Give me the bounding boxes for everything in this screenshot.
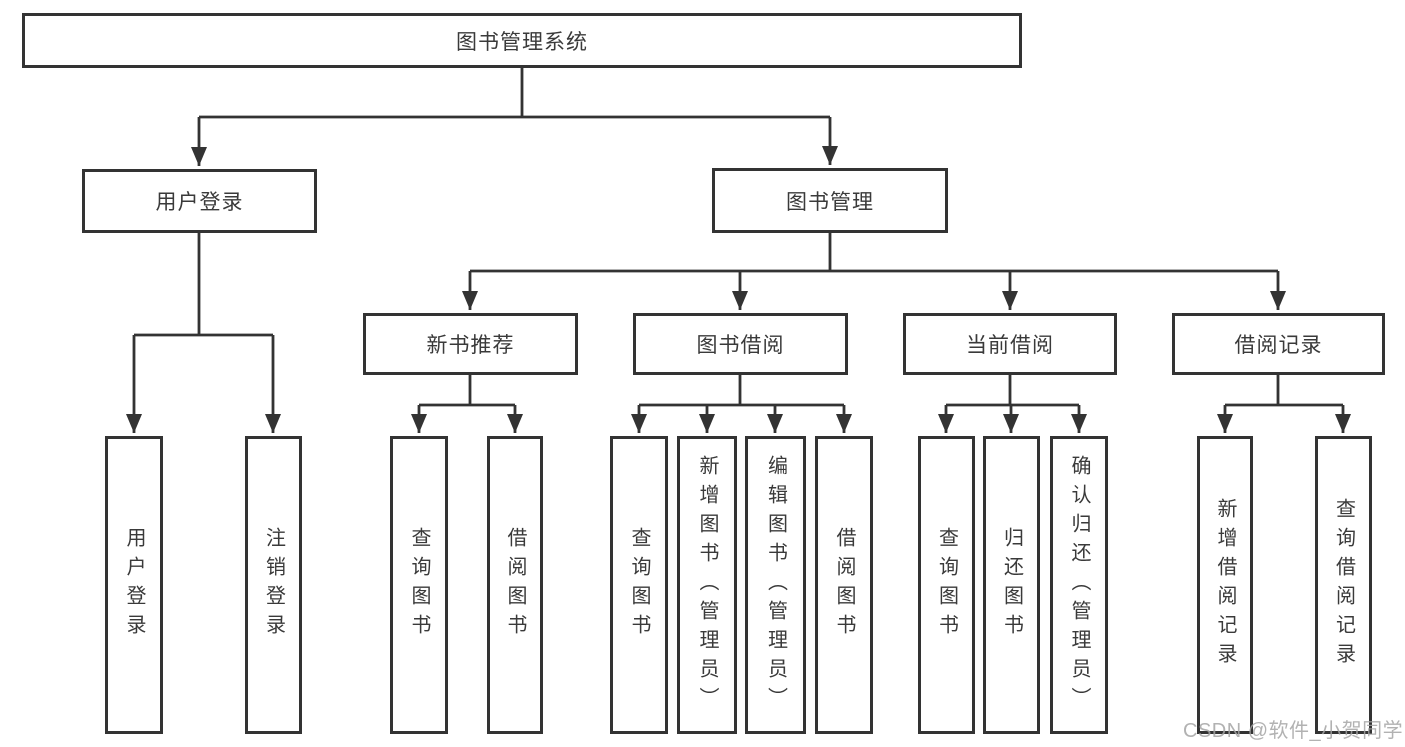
leaf-logout: 注销登录 (245, 436, 302, 734)
leaf-records-query-record: 查询借阅记录 (1315, 436, 1372, 734)
node-book-borrowing: 图书借阅 (633, 313, 848, 375)
leaf-user-login: 用户登录 (105, 436, 163, 734)
node-library-management-system: 图书管理系统 (22, 13, 1022, 68)
user-login-to-leaves-connector (126, 233, 281, 433)
node-label: 用户登录 (155, 191, 244, 214)
leaf-borrowing-add-books-admin: 新增图书（管理员） (677, 436, 737, 734)
recommend-to-leaves-connector (411, 375, 523, 433)
leaf-recommend-query-books: 查询图书 (390, 436, 448, 734)
leaf-current-confirm-return-admin: 确认归还（管理员） (1050, 436, 1108, 734)
node-label: 图书借阅 (696, 334, 785, 357)
leaf-label: 注销登录 (262, 527, 285, 643)
node-book-management: 图书管理 (712, 168, 948, 233)
node-label: 当前借阅 (966, 334, 1054, 357)
leaf-label: 归还图书 (1000, 527, 1023, 643)
leaf-label: 用户登录 (123, 527, 145, 643)
root-to-level2-connector (191, 68, 838, 166)
leaf-label: 编辑图书（管理员） (764, 454, 787, 716)
node-label: 借阅记录 (1234, 334, 1323, 357)
node-label: 图书管理 (786, 190, 874, 214)
leaf-label: 查询借阅记录 (1332, 498, 1355, 672)
leaf-label: 查询图书 (408, 527, 430, 643)
leaf-label: 借阅图书 (833, 527, 855, 643)
leaf-current-return-books: 归还图书 (983, 436, 1040, 734)
leaf-borrowing-edit-books-admin: 编辑图书（管理员） (745, 436, 806, 734)
leaf-label: 新增借阅记录 (1214, 498, 1236, 672)
leaf-borrowing-borrow-books: 借阅图书 (815, 436, 873, 734)
records-to-leaves-connector (1217, 375, 1351, 433)
leaf-borrowing-query-books: 查询图书 (610, 436, 668, 734)
leaf-label: 查询图书 (628, 527, 650, 643)
csdn-watermark: CSDN @软件_小贺同学 (1183, 720, 1404, 742)
current-to-leaves-connector (938, 375, 1087, 433)
node-label: 新书推荐 (426, 334, 515, 357)
node-new-book-recommend: 新书推荐 (363, 313, 578, 375)
leaf-recommend-borrow-books: 借阅图书 (487, 436, 543, 734)
leaf-label: 确认归还（管理员） (1068, 454, 1090, 716)
leaf-current-query-books: 查询图书 (918, 436, 975, 734)
leaf-label: 查询图书 (935, 527, 958, 643)
node-current-borrowing: 当前借阅 (903, 313, 1117, 375)
book-mgmt-to-level3-connector (462, 233, 1286, 310)
node-label: 图书管理系统 (456, 30, 588, 54)
leaf-label: 新增图书（管理员） (696, 454, 718, 716)
node-user-login: 用户登录 (82, 169, 317, 233)
borrowing-to-leaves-connector (631, 375, 852, 433)
node-borrowing-records: 借阅记录 (1172, 313, 1385, 375)
leaf-records-add-record: 新增借阅记录 (1197, 436, 1253, 734)
leaf-label: 借阅图书 (504, 527, 526, 643)
